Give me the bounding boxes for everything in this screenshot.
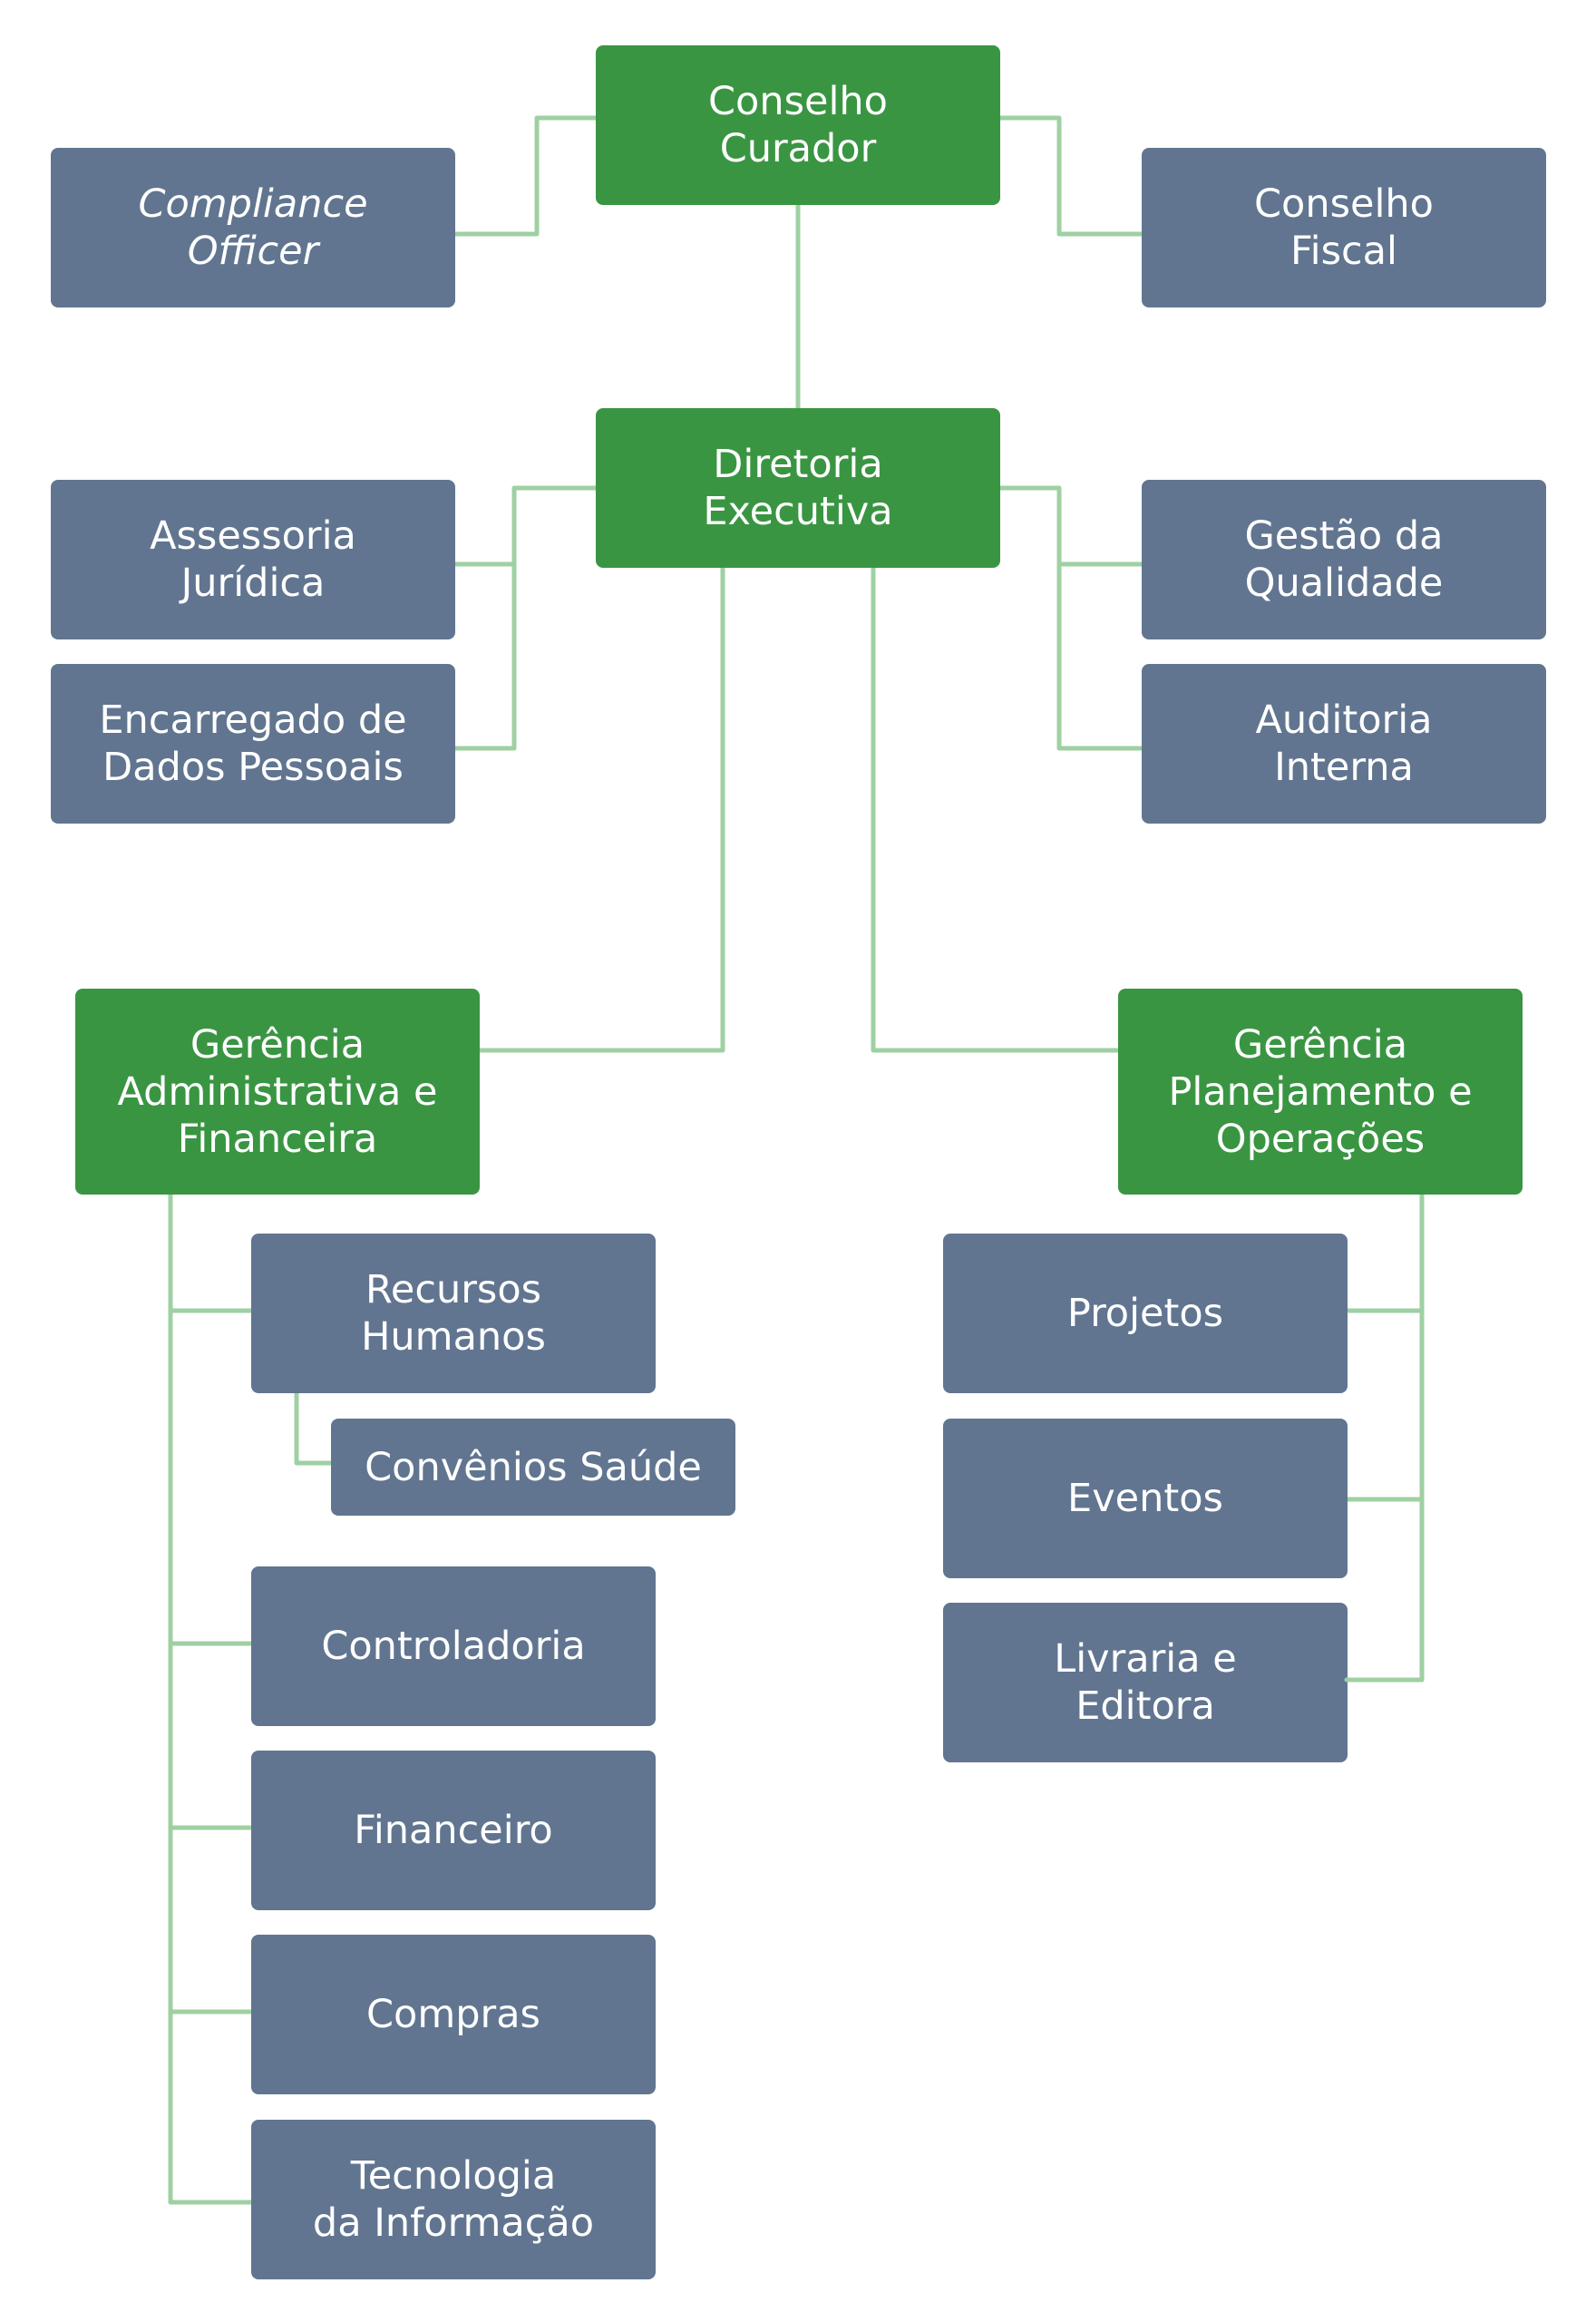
node-assessoria-juridica[interactable]: Assessoria Jurídica	[51, 480, 455, 639]
node-recursos-humanos-label: Recursos Humanos	[361, 1267, 546, 1360]
connector-diretoria-assessoria	[453, 485, 601, 567]
connector-diretoria-auditoria	[1056, 561, 1145, 751]
connector-plan-subtree	[1344, 1190, 1425, 1683]
connector-diretoria-qualidade	[995, 485, 1145, 567]
node-eventos[interactable]: Eventos	[943, 1419, 1348, 1578]
node-conselho-curador[interactable]: Conselho Curador	[596, 45, 1000, 205]
node-compras[interactable]: Compras	[251, 1935, 656, 2094]
node-gerencia-adm-fin[interactable]: Gerência Administrativa e Financeira	[75, 989, 480, 1195]
node-tecnologia-informacao-label: Tecnologia da Informação	[312, 2153, 595, 2246]
connector-curador-fiscal	[995, 115, 1145, 237]
node-controladoria[interactable]: Controladoria	[251, 1566, 656, 1726]
node-projetos-label: Projetos	[1066, 1291, 1224, 1336]
node-auditoria-interna-label: Auditoria Interna	[1255, 698, 1433, 790]
node-recursos-humanos[interactable]: Recursos Humanos	[251, 1234, 656, 1393]
connector-diretoria-plan	[871, 564, 1120, 1053]
node-convenios-saude-label: Convênios Saúde	[365, 1444, 702, 1490]
node-compras-label: Compras	[366, 1992, 540, 2037]
node-tecnologia-informacao[interactable]: Tecnologia da Informação	[251, 2120, 656, 2279]
node-controladoria-label: Controladoria	[321, 1624, 586, 1669]
node-conselho-fiscal-label: Conselho Fiscal	[1254, 181, 1434, 274]
node-livraria-editora[interactable]: Livraria e Editora	[943, 1603, 1348, 1762]
node-conselho-curador-label: Conselho Curador	[708, 79, 888, 171]
node-convenios-saude[interactable]: Convênios Saúde	[331, 1419, 735, 1516]
node-gerencia-adm-fin-label: Gerência Administrativa e Financeira	[117, 1021, 438, 1162]
node-financeiro[interactable]: Financeiro	[251, 1751, 656, 1910]
node-auditoria-interna[interactable]: Auditoria Interna	[1142, 664, 1546, 824]
node-diretoria-executiva[interactable]: Diretoria Executiva	[596, 408, 1000, 568]
node-projetos[interactable]: Projetos	[943, 1234, 1348, 1393]
node-gestao-qualidade[interactable]: Gestão da Qualidade	[1142, 480, 1546, 639]
node-gerencia-plan-op-label: Gerência Planejamento e Operações	[1168, 1021, 1473, 1162]
connector-curador-compliance	[453, 115, 601, 237]
connector-diretoria-encarregado	[453, 561, 517, 751]
node-compliance-officer[interactable]: Compliance Officer	[51, 148, 455, 307]
connector-adm-subtree	[168, 1190, 254, 2205]
node-encarregado-dados[interactable]: Encarregado de Dados Pessoais	[51, 664, 455, 824]
node-assessoria-juridica-label: Assessoria Jurídica	[150, 513, 356, 606]
node-compliance-officer-label: Compliance Officer	[138, 181, 368, 274]
node-gerencia-plan-op[interactable]: Gerência Planejamento e Operações	[1118, 989, 1523, 1195]
node-encarregado-dados-label: Encarregado de Dados Pessoais	[99, 698, 407, 790]
node-livraria-editora-label: Livraria e Editora	[1054, 1636, 1237, 1729]
connector-diretoria-adm	[476, 564, 725, 1053]
connector-rh-convenios	[294, 1388, 334, 1466]
node-diretoria-executiva-label: Diretoria Executiva	[703, 442, 893, 534]
node-conselho-fiscal[interactable]: Conselho Fiscal	[1142, 148, 1546, 307]
node-gestao-qualidade-label: Gestão da Qualidade	[1244, 513, 1444, 606]
node-eventos-label: Eventos	[1067, 1476, 1223, 1521]
node-financeiro-label: Financeiro	[354, 1808, 553, 1853]
